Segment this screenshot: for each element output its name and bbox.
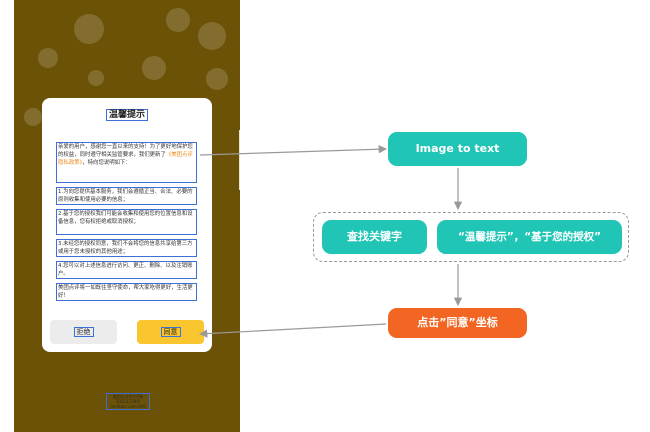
arrow-click-to-agree-button — [198, 323, 387, 338]
keyword-group-box — [313, 212, 629, 262]
dialog-paragraph-2: 2.基于您的授权我们可能会收集和使用您的位置信息和设备信息，您有权拒绝或取消授权… — [56, 209, 197, 235]
agree-button[interactable]: 同意 — [137, 320, 204, 344]
background-bubble — [166, 8, 190, 32]
dialog-paragraph-5: 美团点评将一如既往坚守使命，帮大家吃得更好，生活更好！ — [56, 283, 197, 301]
paragraph-text: 亲爱的用户，感谢您一直以来的支持！为了更好地保护您的权益，同时遵守相关监管要求，… — [58, 144, 193, 158]
phone-screenshot: 温馨提示 亲爱的用户，感谢您一直以来的支持！为了更好地保护您的权益，同时遵守相关… — [14, 0, 240, 432]
arrow-screenshot-to-ocr — [199, 145, 388, 156]
background-flower-icon — [88, 70, 104, 86]
background-bubble — [38, 48, 58, 68]
background-bubble — [206, 68, 228, 90]
background-bubble — [24, 108, 42, 126]
paragraph-text: ，特向您说明如下： — [82, 160, 131, 166]
dialog-title: 温馨提示 — [42, 107, 212, 121]
footer-icp-text: 美团点评京ICP备10211739号 meituan.com 000 — [106, 393, 150, 410]
reject-button[interactable]: 拒绝 — [50, 320, 117, 344]
privacy-policy-link[interactable]: 《美团点评隐私政策》 — [58, 152, 193, 166]
background-cocktail-icon — [198, 22, 226, 50]
privacy-dialog: 温馨提示 亲爱的用户，感谢您一直以来的支持！为了更好地保护您的权益，同时遵守相关… — [42, 98, 212, 352]
dialog-paragraph-4: 4.您可以对上述信息进行访问、更正、删除、以及注销账户。 — [56, 261, 197, 279]
agree-button-label: 同意 — [160, 327, 181, 337]
step-keywords-found: “温馨提示”，“基于您的授权” — [437, 220, 622, 254]
dialog-paragraph-1: 1.为向您提供基本服务，我们会遵循正当、合法、必要的原则收集和使用必要的信息； — [56, 187, 197, 205]
step-find-keywords: 查找关键字 — [322, 220, 427, 254]
reject-button-label: 拒绝 — [73, 327, 94, 337]
step-image-to-text: Image to text — [388, 132, 527, 166]
dialog-paragraph-intro: 亲爱的用户，感谢您一直以来的支持！为了更好地保护您的权益，同时遵守相关监管要求，… — [56, 142, 197, 183]
step-click-agree: 点击”同意”坐标 — [388, 308, 527, 338]
background-cat-icon — [74, 14, 104, 44]
side-tab — [239, 130, 240, 190]
background-bubble — [142, 56, 166, 80]
dialog-paragraph-3: 3.未经您的授权同意，我们不会将您的信息共享给第三方或用于您未授权的其他用途； — [56, 239, 197, 257]
